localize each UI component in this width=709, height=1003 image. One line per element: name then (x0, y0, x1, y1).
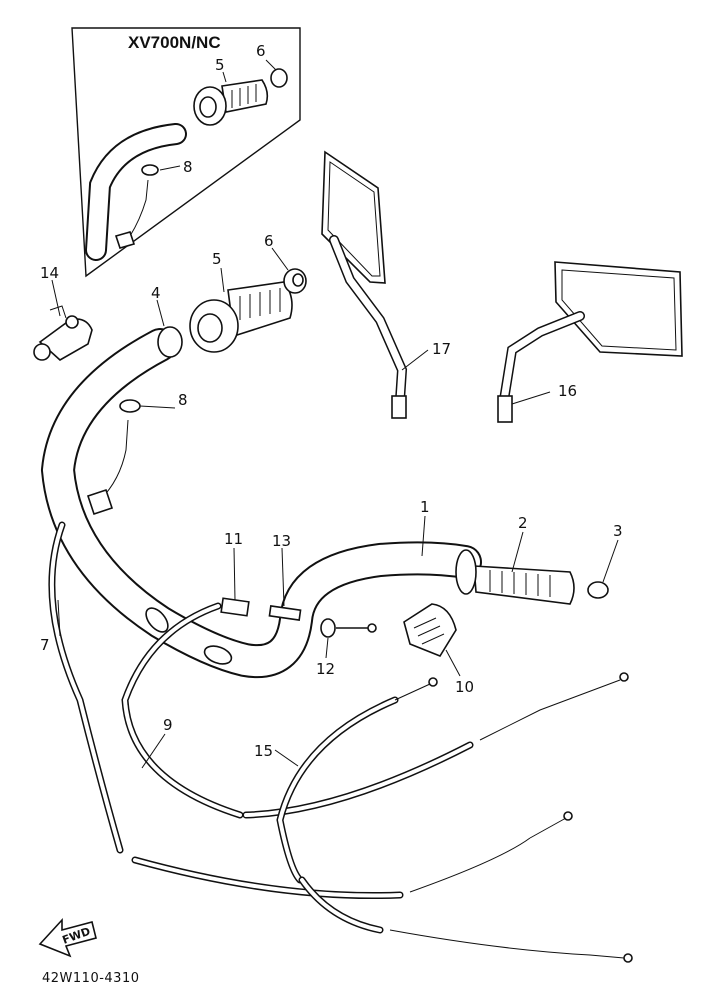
cable-adjuster (220, 597, 377, 638)
callout-13: 13 (272, 532, 291, 550)
callout-4: 4 (151, 284, 161, 302)
callout-2: 2 (518, 514, 528, 532)
callout-8: 8 (178, 391, 188, 409)
callout-5: 5 (212, 250, 222, 268)
handlebar-clamp-left (145, 607, 169, 633)
end-cap (587, 581, 609, 599)
inset-callout-6: 6 (256, 42, 266, 60)
inset-end-cap (270, 68, 288, 88)
callout-10: 10 (455, 678, 474, 696)
throttle-grip (189, 281, 293, 353)
callout-16: 16 (558, 382, 577, 400)
drawing-code: 42W110-4310 (42, 971, 139, 986)
callout-1: 1 (420, 498, 430, 516)
grip-end-hole (292, 273, 304, 287)
inset-grip (193, 79, 269, 126)
right-grip (455, 549, 575, 605)
cables (48, 521, 633, 963)
lever-holder (33, 305, 93, 361)
inset-callout-5: 5 (215, 56, 225, 74)
inset-callout-8: 8 (183, 158, 193, 176)
handlebar-clamp-right (203, 645, 233, 665)
inset-handlebar (85, 123, 187, 261)
inset-wire-holder (114, 164, 159, 249)
inset-panel: XV700N/NC 5 6 8 (71, 27, 301, 278)
callout-11: 11 (224, 530, 243, 548)
callout-12: 12 (316, 660, 335, 678)
callout-leaders (51, 247, 619, 769)
bar-end-cap (157, 326, 183, 358)
callout-7: 7 (40, 636, 50, 654)
wire-holder (86, 399, 141, 516)
left-mirror (321, 150, 408, 419)
forward-arrow: FWD (38, 917, 97, 958)
callout-3: 3 (613, 522, 623, 540)
callout-9: 9 (163, 716, 173, 734)
boot-cover (403, 603, 457, 657)
right-mirror (497, 261, 683, 423)
callout-14: 14 (40, 264, 59, 282)
callout-6: 6 (264, 232, 274, 250)
inset-title: XV700N/NC (128, 33, 221, 52)
callout-17: 17 (432, 340, 451, 358)
callout-15: 15 (254, 742, 273, 760)
